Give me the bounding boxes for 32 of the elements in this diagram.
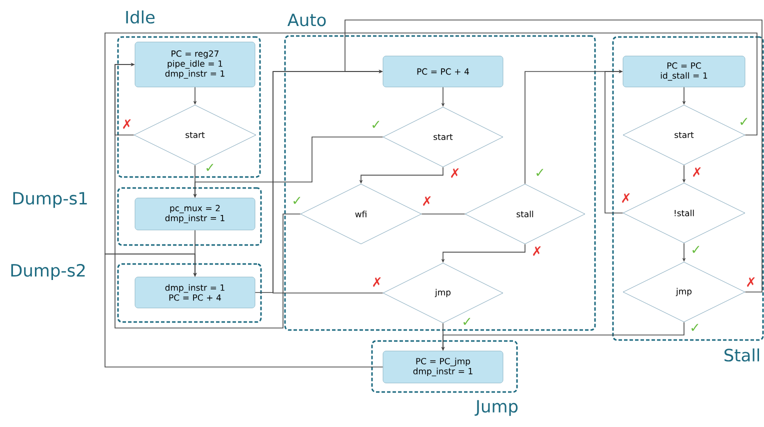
state-label: Idle (126, 10, 155, 24)
check-mark: ✓ (206, 164, 214, 171)
cross-mark: ✗ (747, 277, 755, 287)
process-box: pc_mux = 2 dmp_instr = 1 (134, 198, 256, 230)
state-label: Jump (474, 400, 518, 416)
check-mark: ✓ (294, 196, 300, 204)
check-mark: ✓ (692, 246, 700, 253)
cross-mark: ✗ (423, 196, 431, 206)
cross-mark: ✗ (533, 246, 541, 256)
check-mark: ✓ (372, 120, 380, 128)
arrow (344, 20, 762, 292)
process-box: PC = PC id_stall = 1 (622, 56, 746, 88)
process-box: PC = PC_jmp dmp_instr = 1 (382, 350, 504, 384)
check-mark: ✓ (536, 168, 544, 176)
arrow (114, 62, 301, 328)
state-label: Auto (287, 14, 326, 26)
check-mark: ✓ (692, 324, 698, 331)
process-box: PC = PC + 4 (382, 56, 504, 88)
cross-mark: ✗ (373, 277, 381, 287)
cross-mark: ✗ (622, 193, 630, 203)
check-mark: ✓ (464, 318, 470, 325)
state-label: Dump-s1 (13, 192, 87, 208)
state-label: Stall (724, 348, 760, 362)
process-box: dmp_instr = 1 PC = PC + 4 (134, 276, 256, 308)
process-box: PC = reg27 pipe_idle = 1 dmp_instr = 1 (134, 42, 256, 88)
state-label: Dump-s2 (11, 264, 85, 280)
arrow (104, 254, 384, 368)
check-mark: ✓ (740, 118, 748, 125)
cross-mark: ✗ (123, 119, 131, 129)
cross-mark: ✗ (693, 167, 701, 177)
cross-mark: ✗ (451, 168, 459, 178)
arrow (604, 70, 624, 214)
